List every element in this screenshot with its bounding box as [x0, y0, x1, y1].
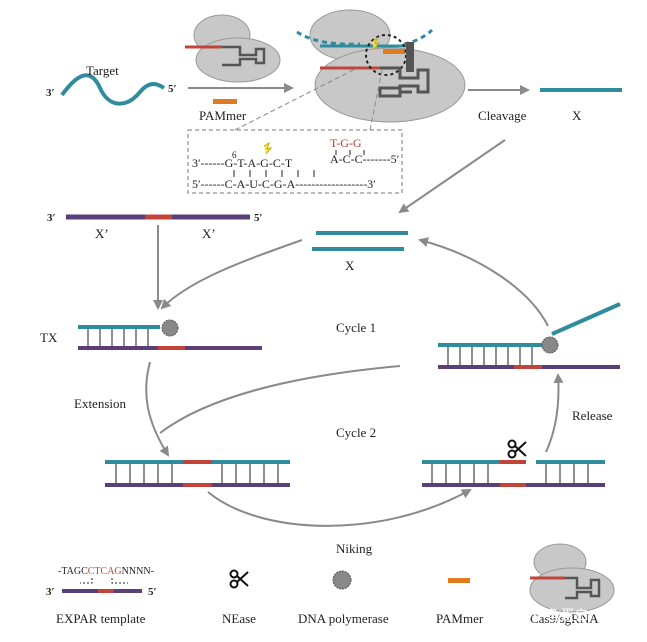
- niking-label: Niking: [336, 541, 373, 556]
- cleavage-label: Cleavage: [478, 108, 527, 123]
- template-5prime: 5′: [254, 212, 263, 224]
- target-3prime: 3′: [46, 87, 55, 99]
- watermark: 知乎 @小鱼蛋白: [486, 607, 588, 624]
- release-label: Release: [572, 408, 613, 423]
- legend-cas9: Cas9/sgRNA: [529, 543, 615, 626]
- arrow-cycle1-return: [159, 365, 401, 434]
- cas9-sgrna-small: [185, 14, 281, 83]
- pammer-legend-icon: [448, 578, 470, 583]
- legend-polymerase-label: DNA polymerase: [298, 611, 389, 626]
- seq-top-tail: A-C-C-------5′: [330, 152, 400, 166]
- x-top-label: X: [572, 108, 582, 123]
- cycle2-label: Cycle 2: [336, 425, 376, 440]
- scissors-icon: [507, 439, 527, 459]
- cycle1-label: Cycle 1: [336, 320, 376, 335]
- legend-pammer: PAMmer: [436, 578, 484, 626]
- pammer-top-label: PAMmer: [199, 108, 247, 123]
- target-label: Target: [86, 63, 119, 78]
- position-six: 6: [232, 150, 237, 160]
- x-mid-label: X: [345, 258, 355, 273]
- arrow-release: [545, 373, 564, 453]
- legend-template: -TAGCCTCAGNNNN- 3′ 5′ EXPAR template: [46, 566, 157, 626]
- legend-nease: NEase: [222, 569, 256, 626]
- seq-top-strand: 3′------G-T-A-G-C-T: [192, 156, 293, 170]
- arrow-release-to-x: [418, 237, 549, 327]
- x-prime-left: X’: [95, 226, 109, 241]
- sequence-zoom-box: [187, 129, 403, 194]
- arrow-extension: [145, 361, 170, 457]
- legend-pammer-label: PAMmer: [436, 611, 484, 626]
- template-3prime: 3′: [47, 212, 56, 224]
- target-strand: [60, 73, 166, 106]
- svg-text:-TAGCCTCAGNNNN-: -TAGCCTCAGNNNN-: [58, 566, 154, 577]
- svg-text:5′: 5′: [148, 586, 157, 598]
- legend-nease-label: NEase: [222, 611, 256, 626]
- pam-sequence: T-G-G: [330, 136, 362, 150]
- tx-label: TX: [40, 330, 58, 345]
- arrow-to-template: [398, 139, 506, 214]
- cleavage-site-icon: [263, 141, 273, 155]
- legend-template-label: EXPAR template: [56, 611, 146, 626]
- target-5prime: 5′: [168, 83, 177, 95]
- arrow-x-to-tx: [160, 239, 303, 310]
- polymerase-icon: [332, 570, 352, 590]
- pammer-small: [213, 99, 237, 104]
- released-duplex: [438, 302, 621, 369]
- seq-bottom-strand: 5′------C-A-U-C-G-A------------------3′: [192, 177, 376, 191]
- base-pair-ticks: [233, 150, 365, 177]
- extended-duplex: [105, 460, 290, 487]
- cas9-target-complex: [296, 9, 466, 123]
- legend-cas9-label: Cas9/sgRNA: [530, 611, 599, 626]
- legend-polymerase: DNA polymerase: [298, 570, 389, 626]
- x-prime-right: X’: [202, 226, 216, 241]
- nicked-duplex: [422, 460, 605, 487]
- svg-text:3′: 3′: [46, 586, 55, 598]
- scissors-legend-icon: [229, 569, 249, 589]
- tx-duplex: [78, 319, 262, 350]
- extension-label: Extension: [74, 396, 126, 411]
- arrow-niking: [207, 489, 472, 527]
